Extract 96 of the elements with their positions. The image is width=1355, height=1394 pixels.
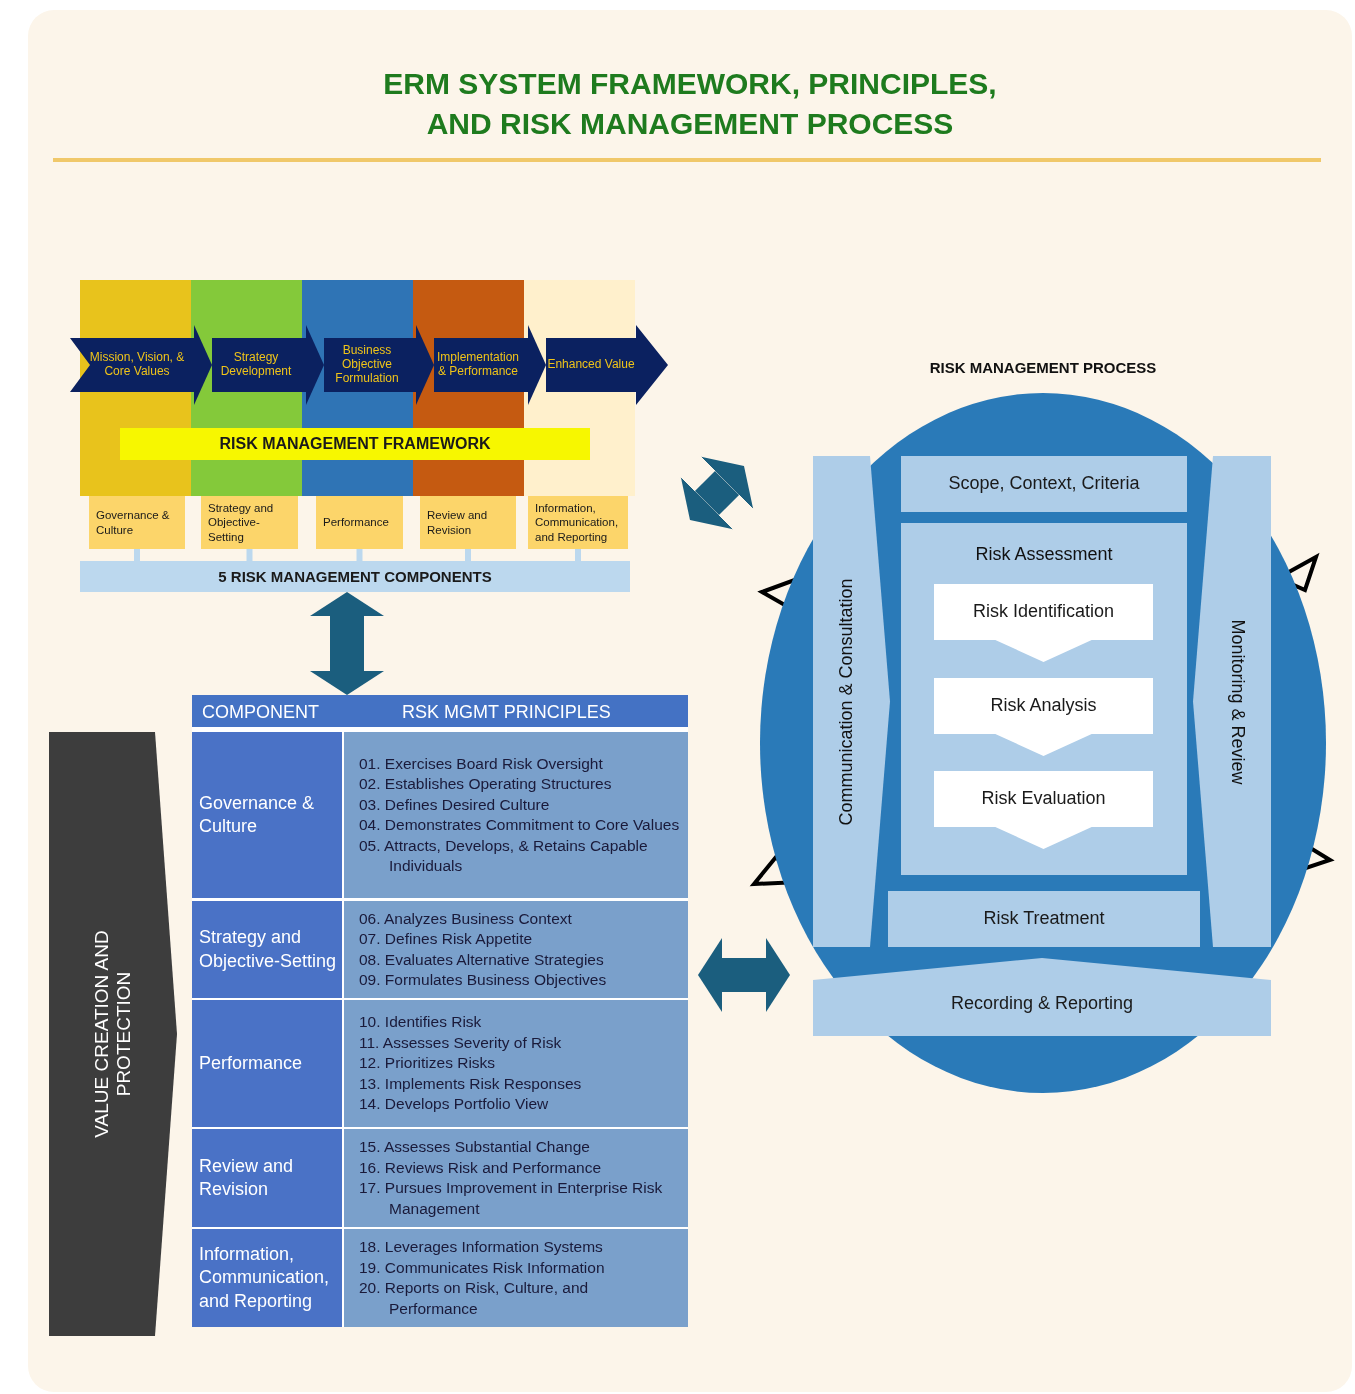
component-name: Governance & Culture <box>199 791 316 838</box>
block-arrow <box>680 456 754 530</box>
connector-line <box>356 549 363 561</box>
side-column <box>1193 456 1271 947</box>
ribbon-segment <box>324 338 410 392</box>
principle-item: 13. Implements Risk Responses <box>359 1073 582 1094</box>
principles-cell <box>344 901 688 998</box>
components-bar <box>80 561 630 592</box>
ribbon-segment <box>212 338 300 392</box>
step-label: Risk Analysis <box>990 695 1097 717</box>
ribbon-segment <box>434 338 522 392</box>
principle-item: 01. Exercises Board Risk Oversight <box>359 753 603 774</box>
principle-item: 14. Develops Portfolio View <box>359 1094 549 1115</box>
principle-item: 11. Assesses Severity of Risk <box>359 1032 562 1053</box>
principle-item: 10. Identifies Risk <box>359 1012 482 1033</box>
connector-line <box>575 549 581 561</box>
band-label: RISK MANAGEMENT FRAMEWORK <box>219 434 491 454</box>
assessment-box <box>901 523 1187 875</box>
block-arrow <box>188 325 212 405</box>
diagram-title: ERM SYSTEM FRAMEWORK, PRINCIPLES, AND RISK MANAGEMENT PROCESS <box>382 66 998 142</box>
step-box <box>934 771 1153 849</box>
component-label: Strategy and Objective-Setting <box>208 500 275 545</box>
step-label: Enhanced Value <box>547 358 636 372</box>
framework-band <box>120 428 590 460</box>
block-arrow <box>300 325 324 405</box>
process-heading: RISK MANAGEMENT PROCESS <box>928 359 1158 376</box>
principles-cell <box>344 1229 688 1327</box>
vertical-label: Monitoring & Review <box>1227 617 1249 787</box>
column-header: COMPONENT <box>202 702 319 723</box>
step-box <box>934 678 1153 756</box>
ribbon-segment <box>70 338 188 392</box>
block-arrow <box>698 938 790 1012</box>
step-box <box>934 584 1153 662</box>
principle-item: 19. Communicates Risk Information <box>359 1257 605 1278</box>
connector-line <box>246 549 253 561</box>
principle-item: 07. Defines Risk Appetite <box>359 929 533 949</box>
principle-item: 12. Prioritizes Risks <box>359 1053 496 1074</box>
process-label: Scope, Context, Criteria <box>948 473 1140 495</box>
recording-box <box>813 958 1271 1036</box>
component-label: Information, Communication, and Reporting <box>535 500 620 545</box>
principles-table <box>192 695 688 1327</box>
step-label: Strategy Development <box>219 351 293 379</box>
assessment-heading: Risk Assessment <box>974 544 1114 565</box>
process-box <box>888 891 1200 947</box>
principle-item: 06. Analyzes Business Context <box>359 908 572 929</box>
step-label: Implementation & Performance <box>435 351 520 379</box>
process-label: Risk Treatment <box>983 908 1105 930</box>
principle-item: 08. Evaluates Alternative Strategies <box>359 949 604 970</box>
process-box <box>901 456 1187 512</box>
component-box <box>89 496 185 549</box>
principle-item: 16. Reviews Risk and Performance <box>359 1157 602 1178</box>
component-cell <box>192 901 342 998</box>
vertical-label: VALUE CREATION AND PROTECTION <box>91 929 135 1140</box>
step-label: Mission, Vision, & Core Values <box>88 351 186 379</box>
component-label: Performance <box>323 515 389 530</box>
principle-item: 17. Pursues Improvement in Enterprise Risk Management <box>359 1178 664 1219</box>
step-label: Risk Evaluation <box>981 788 1106 810</box>
component-name: Review and Revision <box>199 1154 295 1201</box>
principle-item: 03. Defines Desired Culture <box>359 794 550 815</box>
column-header: RSK MGMT PRINCIPLES <box>402 702 611 723</box>
connector-line <box>465 549 471 561</box>
component-box <box>316 496 403 549</box>
principles-cell <box>344 1129 688 1227</box>
principle-item: 02. Establishes Operating Structures <box>359 774 612 794</box>
component-box <box>420 496 516 549</box>
component-cell <box>192 1129 342 1227</box>
principle-item: 04. Demonstrates Commitment to Core Values <box>359 815 680 835</box>
principle-item: 18. Leverages Information Systems <box>359 1237 603 1257</box>
component-name: Information, Communication, and Reporting <box>199 1242 331 1313</box>
process-label: Recording & Reporting <box>950 993 1134 1015</box>
side-column <box>813 456 890 947</box>
component-cell <box>192 1000 342 1127</box>
component-label: Review and Revision <box>427 508 489 537</box>
component-label: Governance & Culture <box>96 508 171 537</box>
component-name: Strategy and Objective-Setting <box>199 926 338 973</box>
component-box <box>528 496 628 549</box>
block-arrow <box>522 325 546 405</box>
block-arrow <box>410 325 434 405</box>
vertical-label: Communication & Consultation <box>835 576 856 828</box>
component-cell <box>192 732 342 898</box>
ribbon-arrow <box>546 325 668 405</box>
value-arrow <box>49 732 177 1336</box>
connector-line <box>134 549 140 561</box>
step-label: Risk Identification <box>972 601 1115 623</box>
principle-item: 15. Assesses Substantial Change <box>359 1137 590 1157</box>
component-box <box>201 496 298 549</box>
principles-cell <box>344 1000 688 1127</box>
component-cell <box>192 1229 342 1327</box>
principle-item: 09. Formulates Business Objectives <box>359 970 607 990</box>
step-label: Business Objective Formulation <box>334 344 400 386</box>
bar-label: 5 RISK MANAGEMENT COMPONENTS <box>218 567 492 586</box>
principles-cell <box>344 732 688 898</box>
block-arrow <box>310 592 384 695</box>
component-name: Performance <box>199 1051 303 1075</box>
principle-item: 20. Reports on Risk, Culture, and Performance <box>359 1278 590 1319</box>
principle-item: 05. Attracts, Develops, & Retains Capable Individuals <box>359 835 649 876</box>
